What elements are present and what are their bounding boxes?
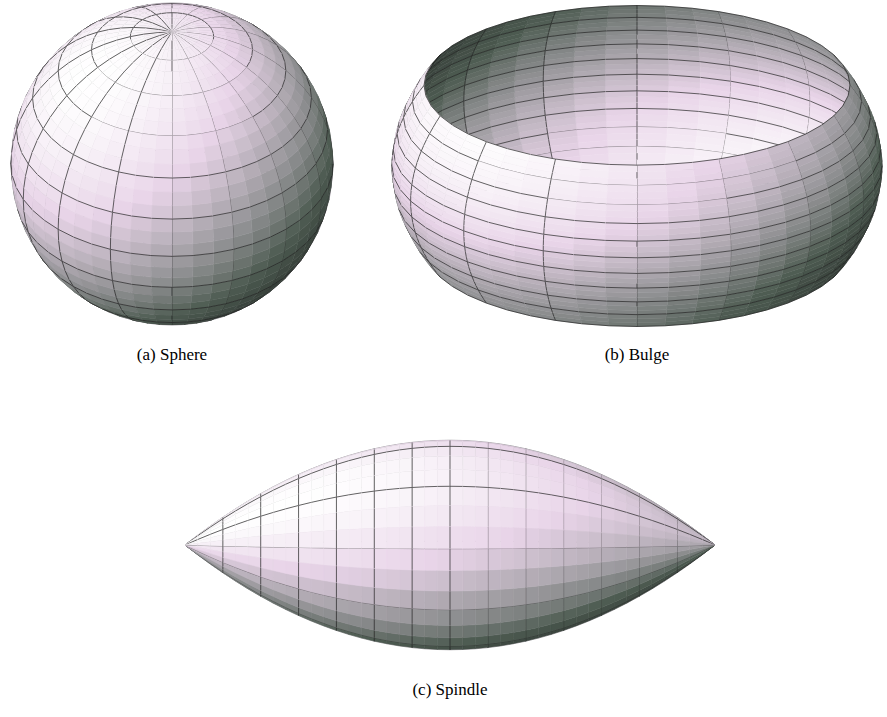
sphere-surface [11,3,333,325]
surface-patch [153,303,172,310]
surface-patch [152,295,172,303]
surface-patch [172,295,192,303]
mesh-line [121,27,133,28]
mesh-line [23,199,24,210]
mesh-line [157,322,172,323]
surface-patch [172,303,191,310]
